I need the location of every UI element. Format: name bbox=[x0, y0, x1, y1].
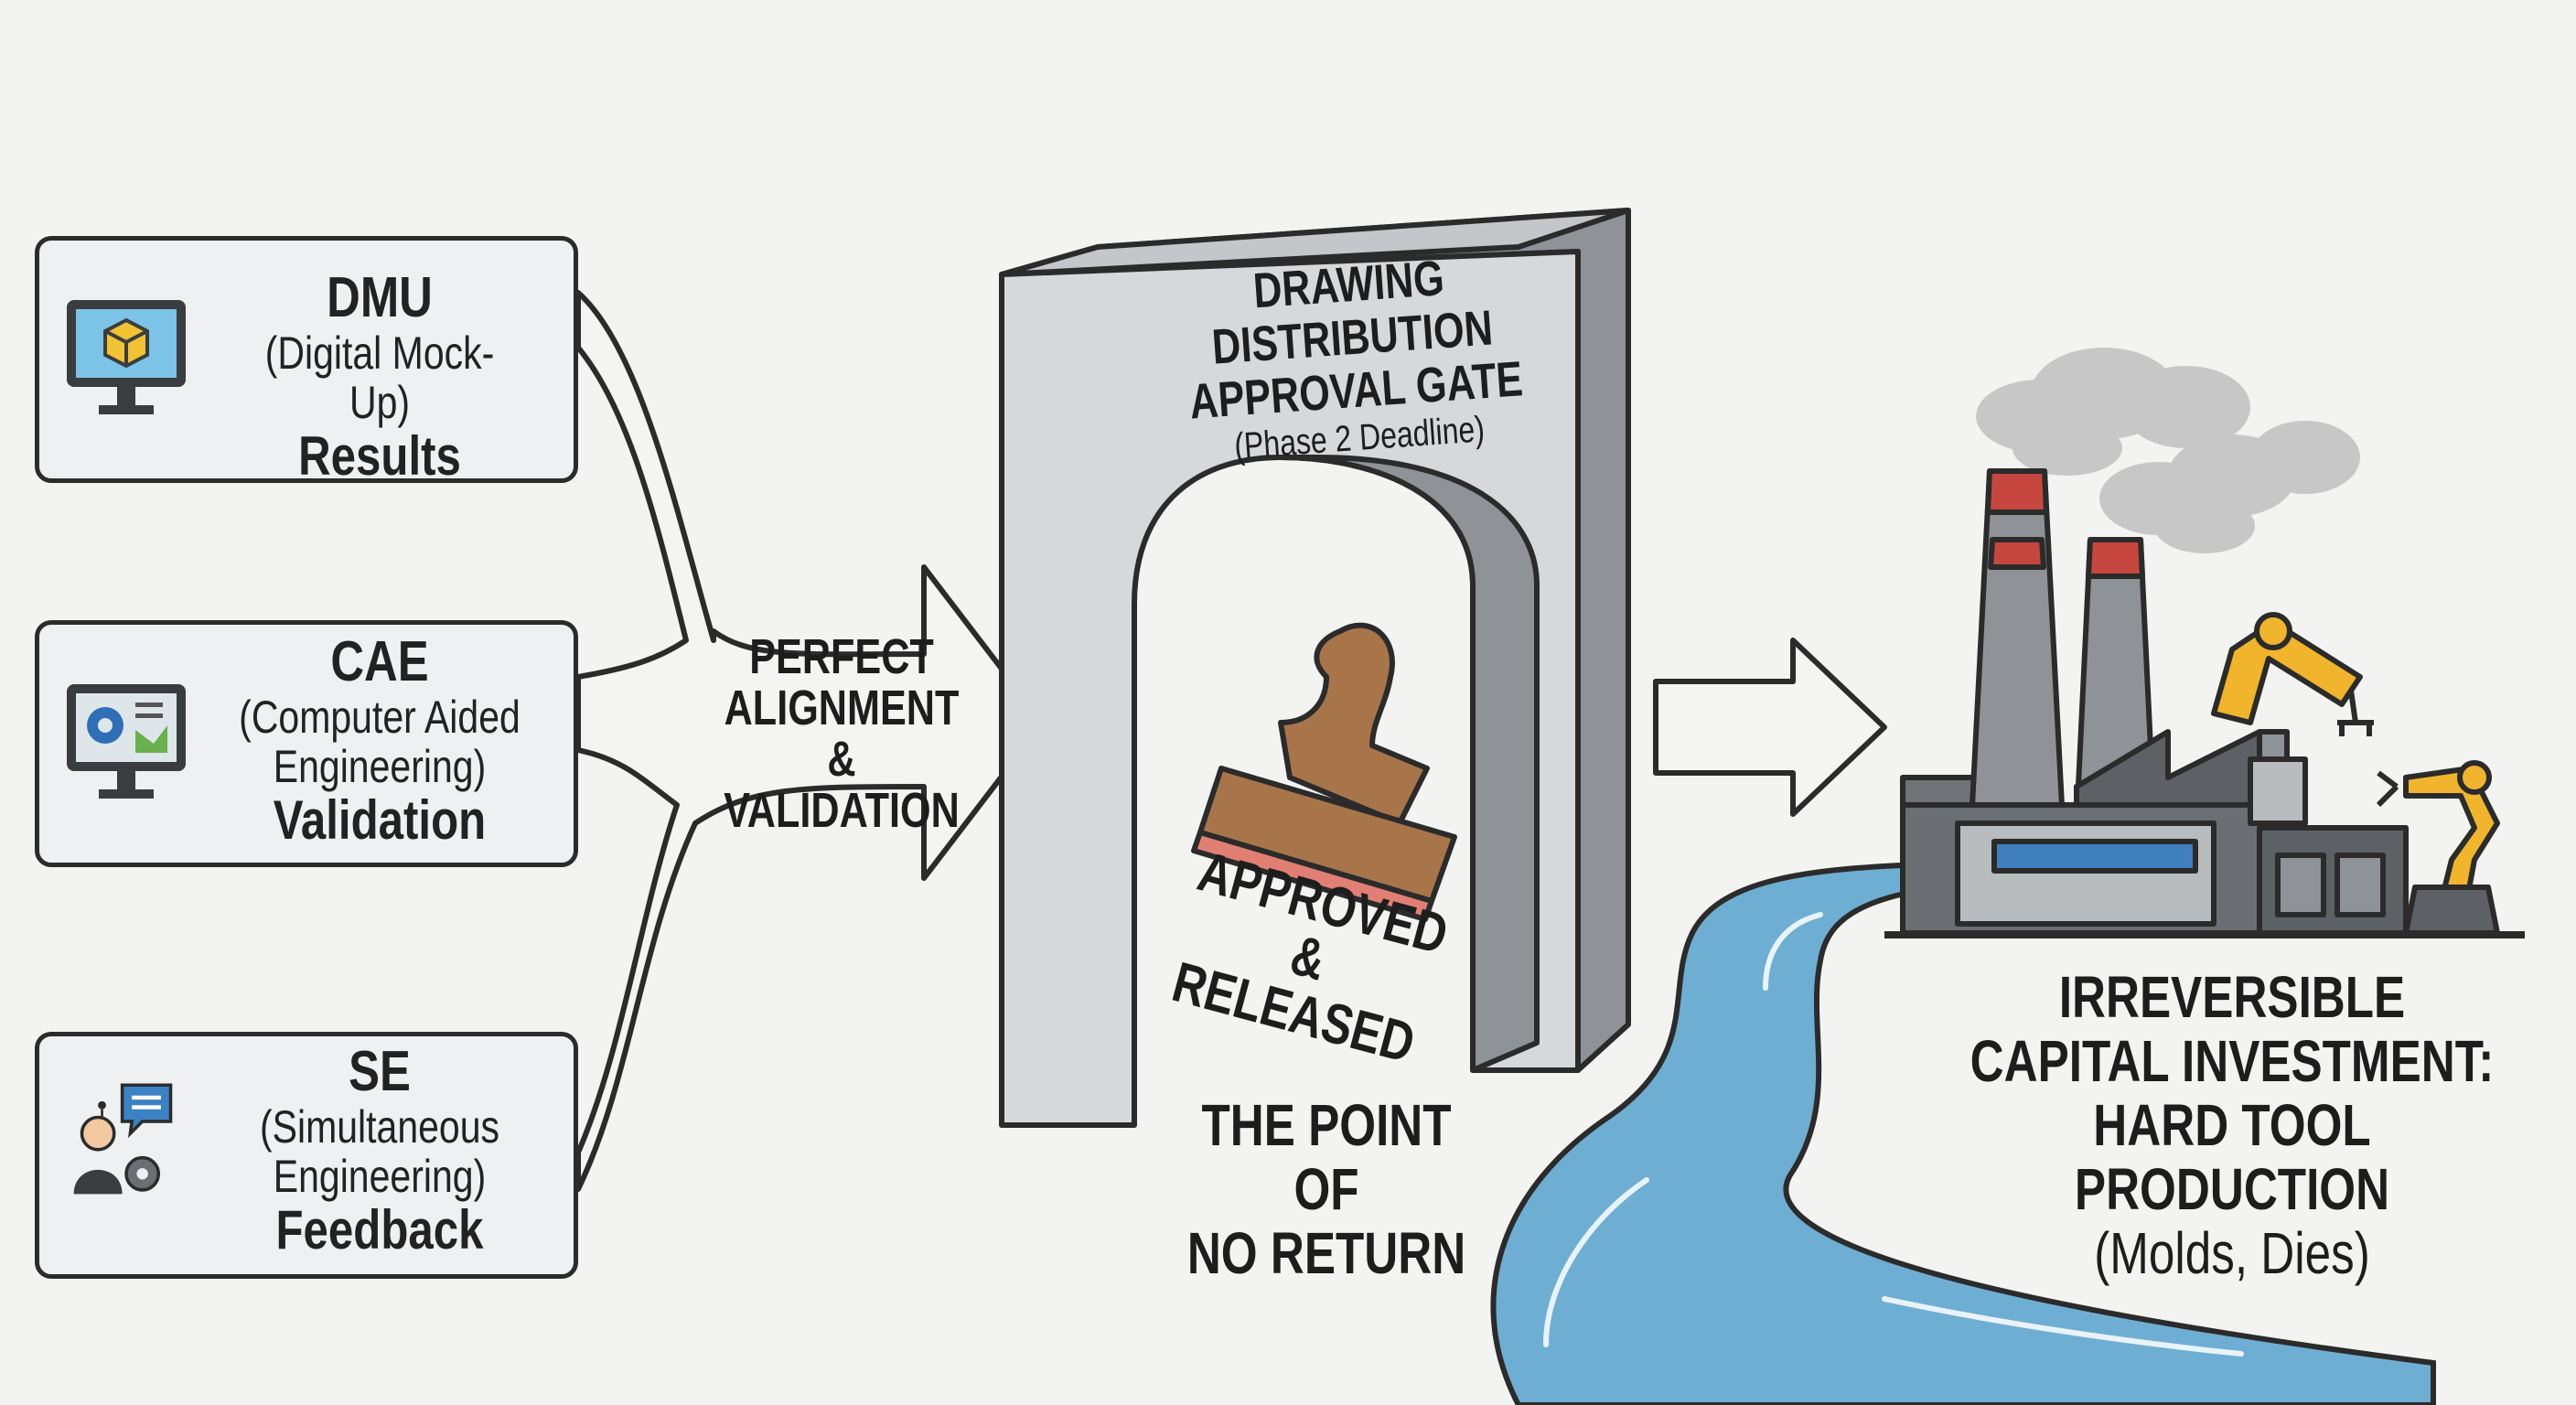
se-footer: Feedback bbox=[275, 1199, 484, 1260]
caption-line2: NO RETURN bbox=[1186, 1220, 1466, 1286]
right-arrow bbox=[1653, 638, 1887, 817]
factory-illustration bbox=[1884, 468, 2525, 938]
convergence-line3: VALIDATION bbox=[724, 783, 960, 838]
factory-line2: CAPITAL INVESTMENT: bbox=[1970, 1028, 2495, 1094]
smoke-clouds bbox=[1976, 348, 2360, 553]
gate-title: DRAWING DISTRIBUTION APPROVAL GATE (Phas… bbox=[1073, 239, 1635, 477]
input-card-dmu: DMU (Digital Mock-Up) Results bbox=[35, 236, 578, 487]
cae-title: CAE bbox=[330, 630, 429, 693]
caption-line1: THE POINT OF bbox=[1201, 1092, 1452, 1222]
factory-line1: IRREVERSIBLE bbox=[2058, 964, 2406, 1030]
factory-line4: (Molds, Dies) bbox=[2094, 1220, 2370, 1286]
convergence-line2: ALIGNMENT & bbox=[724, 681, 960, 787]
point-of-no-return-caption: THE POINT OF NO RETURN bbox=[1134, 1093, 1519, 1285]
monitor-gear-chart-icon bbox=[67, 684, 186, 799]
factory-line3: HARD TOOL PRODUCTION bbox=[2074, 1092, 2390, 1222]
se-subtitle-line2: Engineering) bbox=[273, 1151, 487, 1202]
monitor-cube-icon bbox=[67, 300, 186, 414]
dmu-footer: Results bbox=[298, 425, 461, 487]
factory-caption: IRREVERSIBLE CAPITAL INVESTMENT: HARD TO… bbox=[1903, 965, 2561, 1285]
convergence-line1: PERFECT bbox=[749, 629, 934, 684]
cae-footer: Validation bbox=[273, 789, 487, 851]
approval-stamp-icon bbox=[1191, 622, 1457, 922]
cae-subtitle-line1: (Computer Aided bbox=[239, 692, 521, 743]
dmu-title: DMU bbox=[327, 266, 433, 329]
se-subtitle-line1: (Simultaneous bbox=[259, 1101, 500, 1153]
approval-gate bbox=[999, 208, 1631, 1128]
input-card-se: SE (Simultaneous Engineering) Feedback bbox=[35, 1032, 578, 1279]
input-card-cae: CAE (Computer Aided Engineering) Validat… bbox=[35, 620, 578, 867]
person-chat-gear-icon bbox=[73, 1083, 173, 1195]
se-title: SE bbox=[349, 1040, 411, 1103]
cae-subtitle-line2: Engineering) bbox=[273, 741, 487, 792]
convergence-label: PERFECT ALIGNMENT & VALIDATION bbox=[677, 631, 1006, 836]
convergence-arrow bbox=[575, 290, 1046, 1192]
dmu-subtitle: (Digital Mock-Up) bbox=[264, 327, 495, 428]
